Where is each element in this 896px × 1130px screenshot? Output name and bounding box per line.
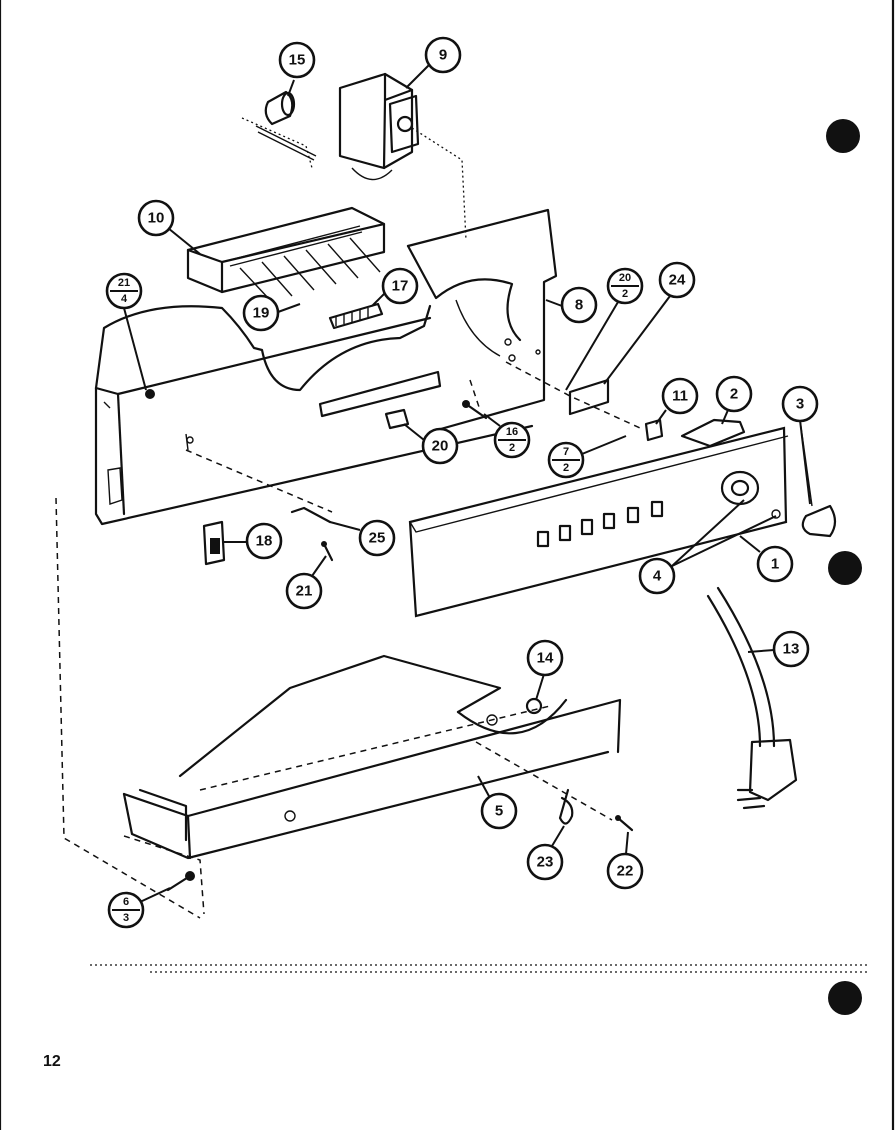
svg-text:18: 18 bbox=[256, 533, 273, 550]
part-22-screw bbox=[615, 815, 634, 832]
part-17-connector bbox=[328, 302, 384, 330]
assembly-guides bbox=[185, 379, 613, 821]
part-23-clip bbox=[558, 788, 574, 825]
part-10-ice-maker bbox=[186, 206, 386, 301]
part-18-switch bbox=[202, 520, 226, 566]
callout-16-over-2: 16 2 bbox=[483, 413, 531, 459]
callout-24: 24 bbox=[603, 261, 696, 385]
svg-text:25: 25 bbox=[369, 530, 386, 547]
svg-text:20: 20 bbox=[619, 272, 631, 284]
callout-15: 15 bbox=[278, 41, 316, 97]
svg-text:10: 10 bbox=[148, 210, 165, 227]
svg-text:9: 9 bbox=[439, 47, 447, 64]
part-11-clip bbox=[644, 418, 664, 442]
callout-19: 19 bbox=[242, 294, 301, 332]
callout-10: 10 bbox=[137, 199, 201, 255]
callout-13: 13 bbox=[747, 630, 810, 668]
part-2-bracket bbox=[680, 418, 746, 448]
callout-22: 22 bbox=[606, 831, 644, 890]
svg-text:5: 5 bbox=[495, 803, 503, 820]
svg-text:24: 24 bbox=[669, 272, 686, 289]
page-number: 12 bbox=[43, 1053, 61, 1070]
svg-text:4: 4 bbox=[653, 568, 662, 585]
callout-25: 25 bbox=[329, 519, 396, 557]
callout-17: 17 bbox=[371, 267, 419, 307]
callout-2: 2 bbox=[715, 375, 753, 425]
svg-text:11: 11 bbox=[672, 388, 688, 405]
callout-4: 4 bbox=[638, 499, 777, 595]
svg-text:20: 20 bbox=[432, 438, 449, 455]
svg-text:2: 2 bbox=[730, 386, 738, 403]
svg-text:2: 2 bbox=[509, 442, 515, 454]
callout-5: 5 bbox=[477, 775, 518, 830]
svg-text:4: 4 bbox=[121, 293, 128, 305]
part-8-housing bbox=[406, 208, 558, 434]
callout-8: 8 bbox=[545, 286, 598, 324]
panel-buttons bbox=[536, 500, 664, 548]
svg-text:21: 21 bbox=[296, 583, 313, 600]
part-1-control-panel bbox=[408, 426, 789, 618]
callout-11: 11 bbox=[655, 377, 699, 425]
part-3-knob bbox=[799, 419, 837, 538]
callout-18: 18 bbox=[224, 522, 283, 560]
callout-21: 21 bbox=[285, 555, 327, 610]
callout-20-over-2: 20 2 bbox=[565, 267, 644, 391]
part-21-screw bbox=[321, 541, 334, 562]
part-5-base-tray bbox=[55, 497, 622, 919]
svg-text:7: 7 bbox=[563, 446, 569, 458]
callout-14: 14 bbox=[526, 639, 564, 701]
part-20-clip bbox=[384, 408, 410, 430]
svg-text:19: 19 bbox=[253, 305, 270, 322]
callout-21-over-4: 21 4 bbox=[105, 272, 147, 391]
callout-3: 3 bbox=[781, 385, 819, 505]
part-9-control-box bbox=[338, 72, 467, 241]
callout-23: 23 bbox=[526, 825, 565, 881]
svg-text:13: 13 bbox=[783, 641, 800, 658]
part-6-screw bbox=[166, 871, 195, 892]
part-16-screw bbox=[462, 400, 488, 420]
svg-text:8: 8 bbox=[575, 297, 583, 314]
callout-1: 1 bbox=[739, 535, 794, 583]
svg-text:15: 15 bbox=[289, 52, 306, 69]
svg-text:6: 6 bbox=[123, 896, 129, 908]
svg-text:17: 17 bbox=[392, 278, 409, 295]
svg-text:22: 22 bbox=[617, 863, 634, 880]
callout-9: 9 bbox=[405, 36, 462, 89]
svg-text:21: 21 bbox=[118, 277, 130, 289]
binder-holes bbox=[826, 119, 862, 1015]
svg-text:14: 14 bbox=[537, 650, 554, 667]
svg-text:3: 3 bbox=[796, 396, 804, 413]
part-13-power-cord bbox=[706, 586, 798, 810]
part-25-clip bbox=[290, 506, 332, 524]
svg-text:2: 2 bbox=[563, 462, 569, 474]
svg-text:1: 1 bbox=[771, 556, 779, 573]
part-15-tube bbox=[241, 90, 317, 169]
svg-text:16: 16 bbox=[506, 426, 518, 438]
svg-text:2: 2 bbox=[622, 288, 628, 300]
svg-text:23: 23 bbox=[537, 854, 554, 871]
part-24-bracket bbox=[505, 361, 641, 429]
svg-text:3: 3 bbox=[123, 912, 129, 924]
main-frame bbox=[94, 304, 534, 526]
callout-6-over-3: 6 3 bbox=[107, 887, 171, 929]
callout-7-over-2: 7 2 bbox=[547, 435, 627, 479]
callout-20: 20 bbox=[403, 423, 459, 465]
